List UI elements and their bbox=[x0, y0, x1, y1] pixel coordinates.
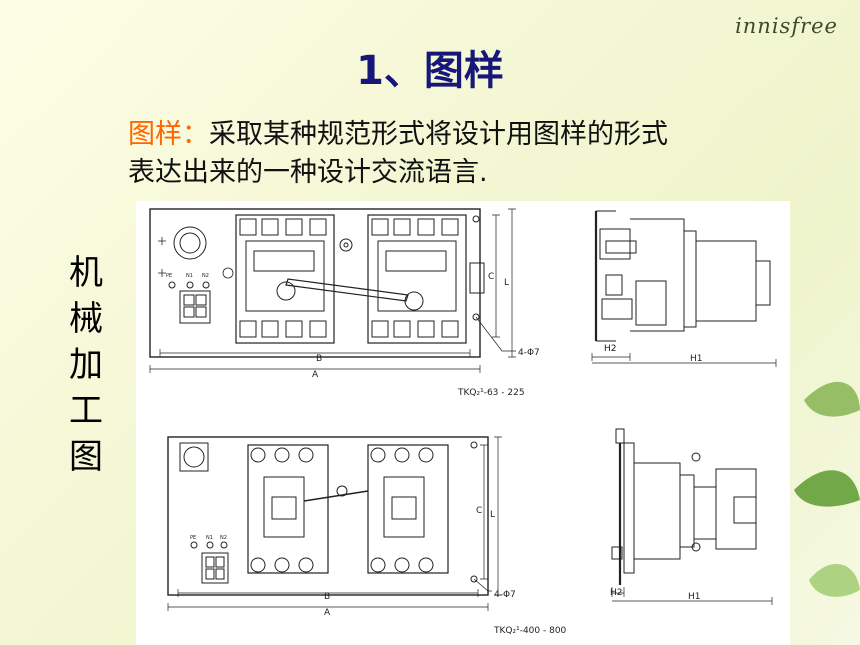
vertical-char: 图 bbox=[69, 437, 103, 477]
description-term: 图样 bbox=[128, 119, 182, 150]
dim-label-b: B bbox=[324, 592, 330, 602]
slide-title: 1、图样 bbox=[356, 48, 504, 94]
mechanical-drawing: PE N1 N2 bbox=[136, 201, 790, 645]
dim-label-h2: H2 bbox=[610, 588, 623, 598]
vertical-char: 械 bbox=[69, 299, 103, 339]
model-label: TKQ₂¹-400 - 800 bbox=[493, 626, 567, 636]
dim-label-b: B bbox=[316, 354, 322, 364]
model-label: TKQ₂¹-63 - 225 bbox=[457, 388, 525, 398]
dim-label-l: L bbox=[504, 278, 509, 288]
terminal-label: N2 bbox=[202, 273, 209, 279]
dim-label-a: A bbox=[312, 370, 319, 380]
bottom-side-view: H2 H1 bbox=[610, 428, 773, 605]
vertical-char: 工 bbox=[69, 391, 103, 431]
terminal-label: N1 bbox=[206, 535, 213, 541]
top-front-view: PE N1 N2 bbox=[149, 208, 540, 398]
leaf-decoration bbox=[794, 381, 860, 597]
dim-label-h1: H1 bbox=[690, 354, 703, 364]
holes-label: 4-Φ7 bbox=[494, 590, 516, 600]
terminal-label: N1 bbox=[186, 273, 193, 279]
vertical-char: 机 bbox=[69, 253, 103, 293]
terminal-label: N2 bbox=[220, 535, 227, 541]
description: 图样：采取某种规范形式将设计用图样的形式 表达出来的一种设计交流语言. bbox=[128, 116, 818, 192]
vertical-char: 加 bbox=[69, 345, 103, 385]
description-line1: 采取某种规范形式将设计用图样的形式 bbox=[209, 119, 668, 150]
bottom-front-view: PE N1 N2 bbox=[167, 436, 567, 636]
vertical-label: 机 械 加 工 图 bbox=[66, 250, 106, 480]
top-side-view: H2 H1 bbox=[591, 210, 777, 367]
terminal-label: PE bbox=[190, 535, 196, 541]
dim-label-l: L bbox=[490, 510, 495, 520]
drawing-canvas: PE N1 N2 bbox=[149, 208, 777, 636]
dim-label-h2: H2 bbox=[604, 344, 617, 354]
dim-label-c: C bbox=[488, 272, 494, 282]
dim-label-a: A bbox=[324, 608, 331, 618]
holes-label: 4-Φ7 bbox=[518, 348, 540, 358]
description-line2: 表达出来的一种设计交流语言. bbox=[128, 157, 488, 188]
dim-label-c: C bbox=[476, 506, 482, 516]
dim-label-h1: H1 bbox=[688, 592, 701, 602]
terminal-label: PE bbox=[166, 273, 172, 279]
brand-logo: innisfree bbox=[735, 14, 838, 38]
description-colon: ： bbox=[182, 119, 209, 150]
